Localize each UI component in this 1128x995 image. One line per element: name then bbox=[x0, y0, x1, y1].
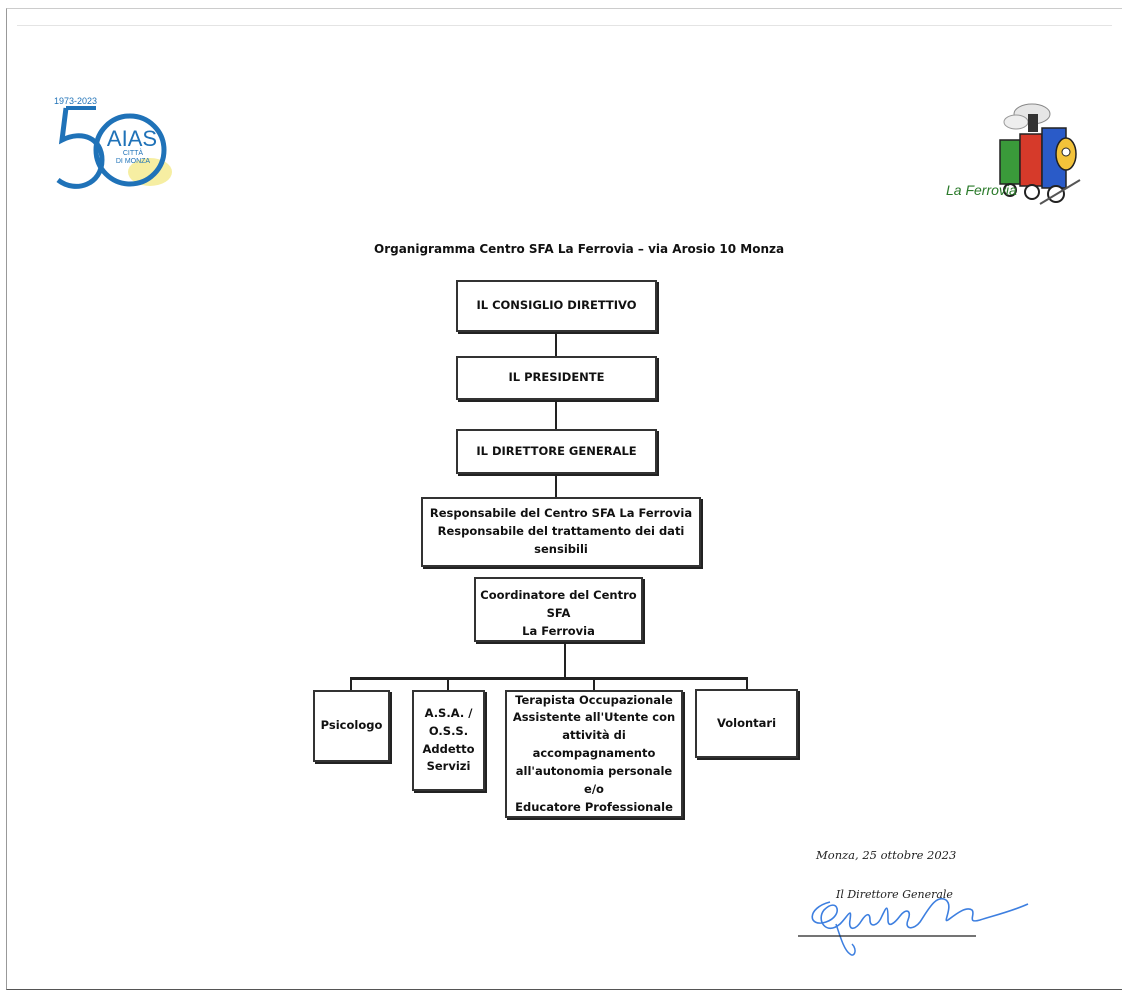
top-rule bbox=[17, 25, 1112, 26]
asa-line3: Addetto bbox=[422, 741, 475, 756]
connector-direttore-responsabile bbox=[555, 473, 557, 498]
aias-logo-graphic bbox=[56, 106, 172, 189]
box-terapista: Terapista Occupazionale Assistente all'U… bbox=[505, 690, 683, 818]
signature bbox=[796, 880, 1046, 960]
terapista-line6: Educatore Professionale bbox=[515, 799, 673, 814]
place-date: Monza, 25 ottobre 2023 bbox=[816, 848, 957, 862]
asa-line4: Servizi bbox=[426, 759, 471, 774]
aias-years: 1973-2023 bbox=[54, 96, 98, 106]
asa-line1: A.S.A. / bbox=[424, 705, 473, 720]
terapista-line2: Assistente all'Utente con bbox=[512, 710, 676, 725]
handwritten-signature-graphic bbox=[798, 897, 1029, 956]
box-asa-oss: A.S.A. / O.S.S. Addetto Servizi bbox=[412, 690, 485, 791]
branch-drop-psicologo bbox=[350, 677, 352, 691]
box-volontari: Volontari bbox=[695, 689, 798, 758]
signer-role: Il Direttore Generale bbox=[836, 888, 953, 901]
responsabile-line2: Responsabile del trattamento dei dati se… bbox=[437, 524, 685, 556]
box-direttore-generale: IL DIRETTORE GENERALE bbox=[456, 429, 657, 474]
coordinatore-line1: Coordinatore del Centro SFA bbox=[480, 588, 637, 620]
terapista-line5: e/o bbox=[584, 781, 604, 796]
connector-consiglio-presidente bbox=[555, 330, 557, 357]
coordinatore-line2: La Ferrovia bbox=[522, 623, 595, 638]
responsabile-line1: Responsabile del Centro SFA La Ferrovia bbox=[429, 506, 693, 521]
ferrovia-name: La Ferrovia bbox=[946, 182, 1017, 198]
aias-city-line1: CITTÀ bbox=[122, 150, 144, 157]
connector-coordinatore-branch bbox=[564, 641, 566, 678]
aias-name: AIAS bbox=[106, 126, 158, 151]
branch-drop-terapista bbox=[593, 677, 595, 691]
asa-line2: O.S.S. bbox=[428, 723, 469, 738]
document-title: Organigramma Centro SFA La Ferrovia – vi… bbox=[374, 242, 785, 256]
terapista-line3: attività di accompagnamento bbox=[532, 728, 656, 761]
train-icon bbox=[999, 103, 1081, 205]
box-consiglio-direttivo: IL CONSIGLIO DIRETTIVO bbox=[456, 280, 657, 332]
psicologo-label: Psicologo bbox=[320, 718, 383, 733]
branch-horizontal-line bbox=[350, 677, 748, 680]
volontari-label: Volontari bbox=[716, 715, 777, 730]
box-responsabile: Responsabile del Centro SFA La Ferrovia … bbox=[421, 497, 701, 567]
branch-drop-volontari bbox=[746, 677, 748, 689]
terapista-line1: Terapista Occupazionale bbox=[515, 692, 673, 707]
ferrovia-logo: La Ferrovia bbox=[940, 100, 1090, 215]
direttore-label: IL DIRETTORE GENERALE bbox=[476, 443, 637, 458]
consiglio-label: IL CONSIGLIO DIRETTIVO bbox=[476, 298, 637, 313]
branch-drop-asa bbox=[447, 677, 449, 691]
box-presidente: IL PRESIDENTE bbox=[456, 356, 657, 400]
connector-presidente-direttore bbox=[555, 399, 557, 430]
box-coordinatore: Coordinatore del Centro SFA La Ferrovia bbox=[474, 577, 643, 642]
presidente-label: IL PRESIDENTE bbox=[508, 370, 605, 385]
document-page bbox=[6, 8, 1122, 990]
terapista-line4: all'autonomia personale bbox=[515, 763, 673, 778]
box-psicologo: Psicologo bbox=[313, 690, 390, 762]
aias-logo: 1973-2023 AIAS CITTÀ DI MONZA bbox=[52, 94, 192, 204]
aias-city-line2: DI MONZA bbox=[115, 158, 151, 165]
